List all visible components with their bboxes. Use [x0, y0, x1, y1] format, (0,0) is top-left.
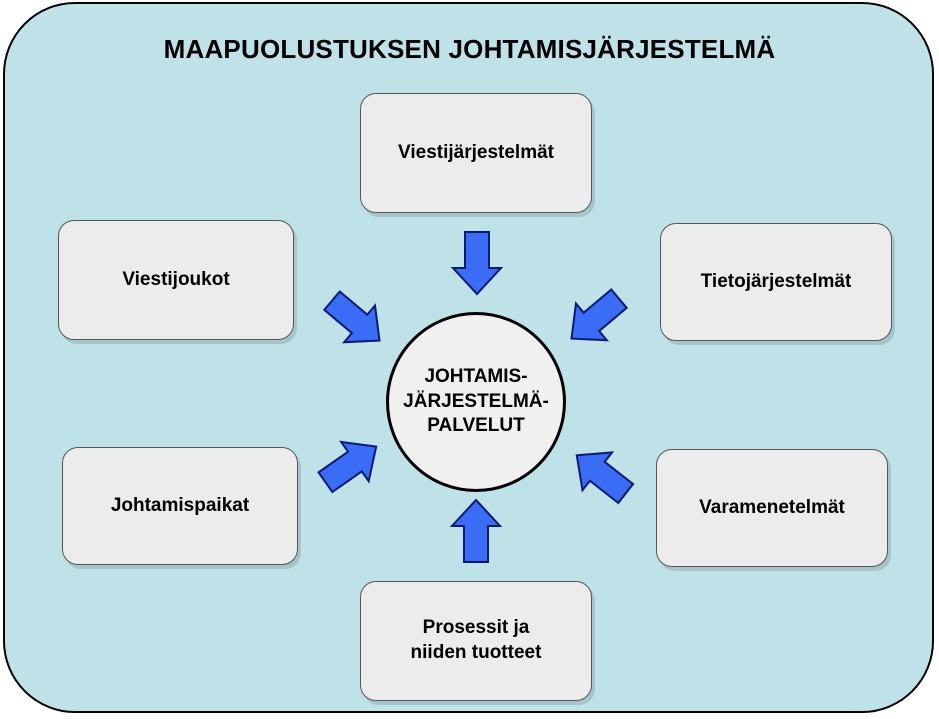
node-label-line-2: niiden tuotteet	[410, 642, 542, 663]
node-label: Johtamispaikat	[110, 494, 250, 516]
center-label-line-2: JÄRJESTELMÄ-	[403, 390, 549, 412]
node-label: Viestijoukot	[122, 268, 230, 290]
node-tietojarjestelmat: Tietojärjestelmät	[660, 223, 892, 341]
node-viestijoukot: Viestijoukot	[58, 220, 294, 340]
node-johtamispaikat: Johtamispaikat	[62, 447, 298, 565]
node-viestijarjestelmat: Viestijärjestelmät	[360, 93, 592, 213]
node-label: Viestijärjestelmät	[398, 141, 554, 163]
node-varamenetelmat: Varamenetelmät	[656, 449, 888, 567]
node-label: Varamenetelmät	[699, 496, 845, 518]
node-label-line-1: Prosessit ja	[422, 617, 530, 639]
node-label: Tietojärjestelmät	[700, 270, 852, 292]
node-prosessit: Prosessit ja niiden tuotteet	[360, 581, 592, 701]
diagram-title: MAAPUOLUSTUKSEN JOHTAMISJÄRJESTELMÄ	[163, 34, 776, 64]
center-label-line-3: PALVELUT	[427, 415, 525, 437]
center-label-line-1: JOHTAMIS-	[424, 365, 528, 387]
center-node: JOHTAMIS- JÄRJESTELMÄ- PALVELUT	[386, 312, 566, 492]
